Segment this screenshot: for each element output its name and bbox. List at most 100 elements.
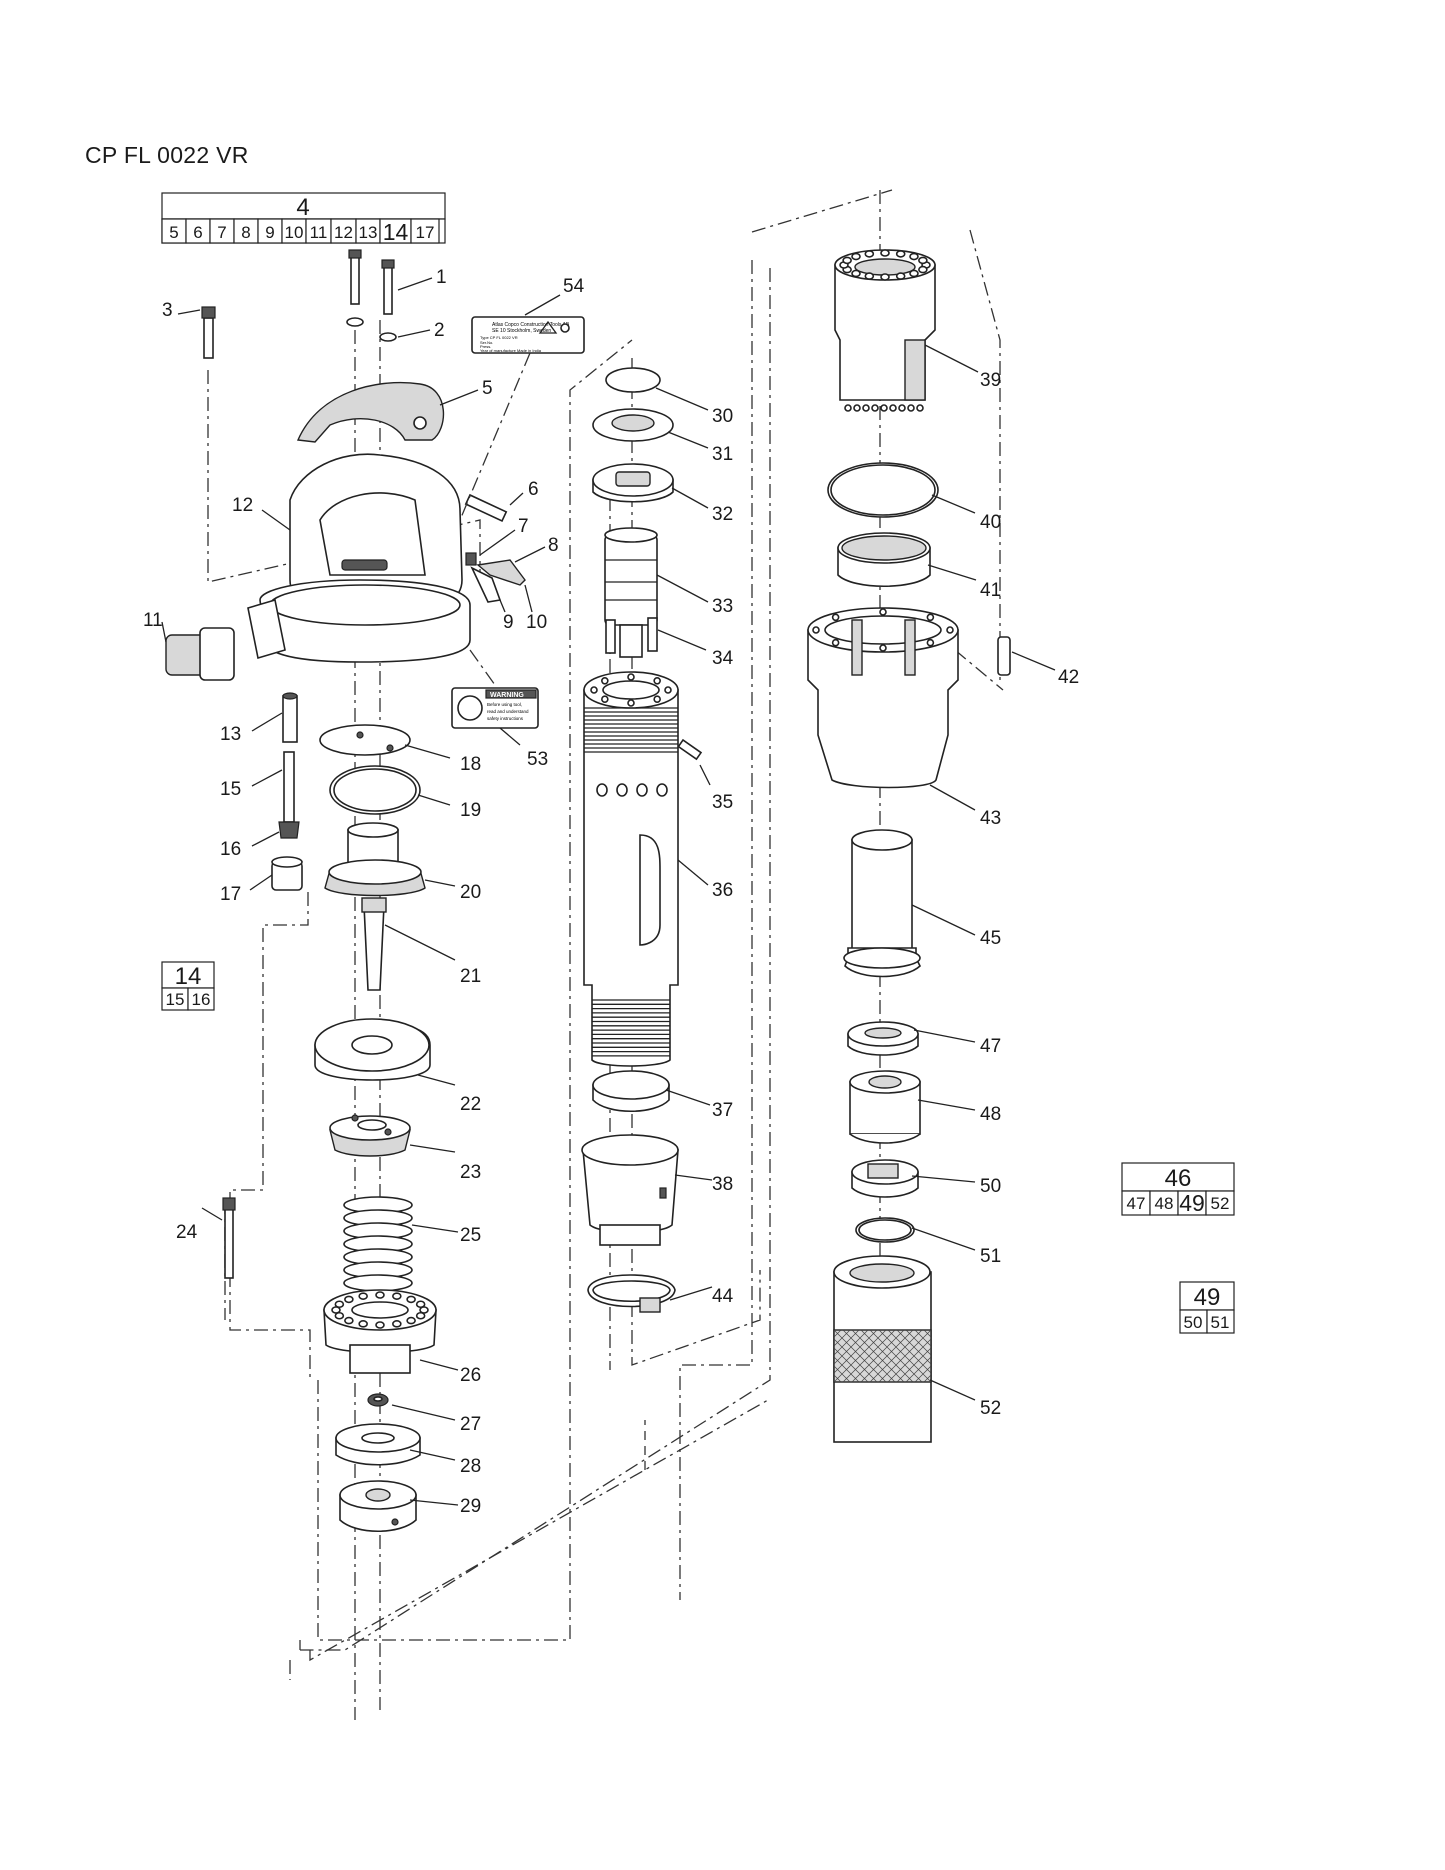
callout-27: 27 — [460, 1414, 481, 1435]
part-13-bushing — [251, 692, 298, 743]
kit-table-49-item: 51 — [1211, 1313, 1230, 1332]
kit-table-14-item: 15 — [166, 990, 185, 1009]
kit-table-49-header: 49 — [1194, 1284, 1221, 1311]
part-29-collar — [339, 1480, 459, 1533]
kit-table-49: 49 50 51 — [1179, 1281, 1235, 1334]
callout-26: 26 — [460, 1365, 481, 1386]
callout-36: 36 — [712, 880, 733, 901]
callout-43: 43 — [980, 808, 1001, 829]
part-30-disc — [605, 367, 709, 411]
plate-54-line: Atlas Copco Construction Tools AB — [492, 322, 570, 328]
callout-34: 34 — [712, 648, 734, 669]
kit-table-49-item: 50 — [1184, 1313, 1203, 1332]
kit-table-4-item: 11 — [310, 223, 328, 242]
part-24-long-bolt — [201, 1197, 236, 1279]
callout-20: 20 — [460, 882, 481, 903]
callout-9: 9 — [503, 612, 514, 633]
kit-table-4-header: 4 — [296, 194, 309, 221]
part-21-governor — [361, 897, 456, 991]
callout-51: 51 — [980, 1246, 1001, 1267]
callout-17: 17 — [220, 884, 241, 905]
callout-1: 1 — [436, 267, 447, 288]
callout-42: 42 — [1058, 667, 1079, 688]
part-50-split-collar — [851, 1159, 976, 1198]
part-48-sleeve — [849, 1070, 976, 1144]
plate-54-line: Year of manufacture Made in India — [480, 348, 542, 353]
callout-18: 18 — [460, 754, 481, 775]
callout-31: 31 — [712, 444, 733, 465]
kit-table-14-header: 14 — [175, 963, 202, 990]
callout-39: 39 — [980, 370, 1001, 391]
callout-16: 16 — [220, 839, 241, 860]
part-15-valve-stem — [251, 751, 295, 823]
kit-table-4-item: 12 — [334, 223, 353, 242]
part-23-rotor-plate — [329, 1114, 456, 1157]
callout-25: 25 — [460, 1225, 481, 1246]
callout-32: 32 — [712, 504, 733, 525]
callout-53: 53 — [527, 749, 548, 770]
part-18-disc — [319, 724, 451, 759]
kit-table-14-item: 16 — [192, 990, 211, 1009]
kit-table-4-item: 6 — [193, 223, 202, 242]
kit-table-4-item: 10 — [285, 223, 304, 242]
part-3-bolt — [177, 306, 216, 359]
part-53-warning-label: WARNING Before using tool, read and unde… — [451, 649, 539, 746]
part-7-spring — [465, 529, 516, 566]
callout-47: 47 — [980, 1036, 1001, 1057]
callout-3: 3 — [162, 300, 173, 321]
part-37-ring — [592, 1070, 711, 1113]
kit-table-4-item: 7 — [217, 223, 226, 242]
part-5-handle-cover — [296, 381, 479, 443]
part-19-o-ring — [329, 765, 451, 815]
kit-table-46-item: 48 — [1155, 1194, 1174, 1213]
part-34-pins — [605, 617, 707, 654]
kit-table-14: 14 15 16 — [161, 961, 215, 1011]
callout-29: 29 — [460, 1496, 481, 1517]
kit-table-4-item: 14 — [383, 219, 409, 245]
part-1-screws — [348, 249, 433, 315]
kit-table-4-item: 17 — [416, 223, 435, 242]
part-31-bearing-plate — [592, 408, 709, 449]
warning-label-title: WARNING — [490, 692, 524, 699]
part-12-handle-housing — [247, 453, 471, 663]
callout-52: 52 — [980, 1398, 1001, 1419]
part-45-spindle — [843, 829, 976, 978]
callout-44: 44 — [712, 1286, 734, 1307]
part-52-nose-nut — [833, 1255, 976, 1443]
part-39-clutch-housing — [834, 249, 979, 412]
plate-54-line: Type CP FL 0022 VR — [480, 335, 518, 340]
callout-41: 41 — [980, 580, 1001, 601]
part-16-valve-seat — [251, 821, 300, 847]
callout-33: 33 — [712, 596, 733, 617]
plate-54-line: SE 10 Stockholm, Sweden — [492, 328, 551, 334]
part-27-nut — [367, 1393, 456, 1421]
part-26-flange — [323, 1289, 459, 1374]
plate-54-line: Ser.No. — [480, 340, 493, 345]
callout-37: 37 — [712, 1100, 733, 1121]
part-8-trigger — [476, 546, 546, 586]
callout-28: 28 — [460, 1456, 481, 1477]
callout-24: 24 — [176, 1222, 198, 1243]
part-20-valve-housing — [324, 822, 456, 897]
callout-11: 11 — [143, 610, 163, 631]
part-44-hose-clamp — [587, 1274, 713, 1313]
callout-50: 50 — [980, 1176, 1001, 1197]
part-47-ring-gear — [847, 1021, 976, 1056]
callout-45: 45 — [980, 928, 1001, 949]
part-43-gear-housing — [807, 607, 976, 811]
callout-8: 8 — [548, 535, 559, 556]
warning-label-line: read and understand — [487, 709, 529, 714]
callout-7: 7 — [518, 516, 529, 537]
kit-table-46-item: 52 — [1211, 1194, 1230, 1213]
callout-21: 21 — [460, 966, 481, 987]
callout-48: 48 — [980, 1104, 1001, 1125]
warning-label-line: safety instructions — [487, 716, 524, 721]
kit-table-46-item: 47 — [1127, 1194, 1146, 1213]
kit-table-46-item: 49 — [1179, 1190, 1205, 1216]
part-9-10-valve — [470, 566, 533, 613]
kit-table-4-item: 5 — [169, 223, 178, 242]
callout-6: 6 — [528, 479, 539, 500]
